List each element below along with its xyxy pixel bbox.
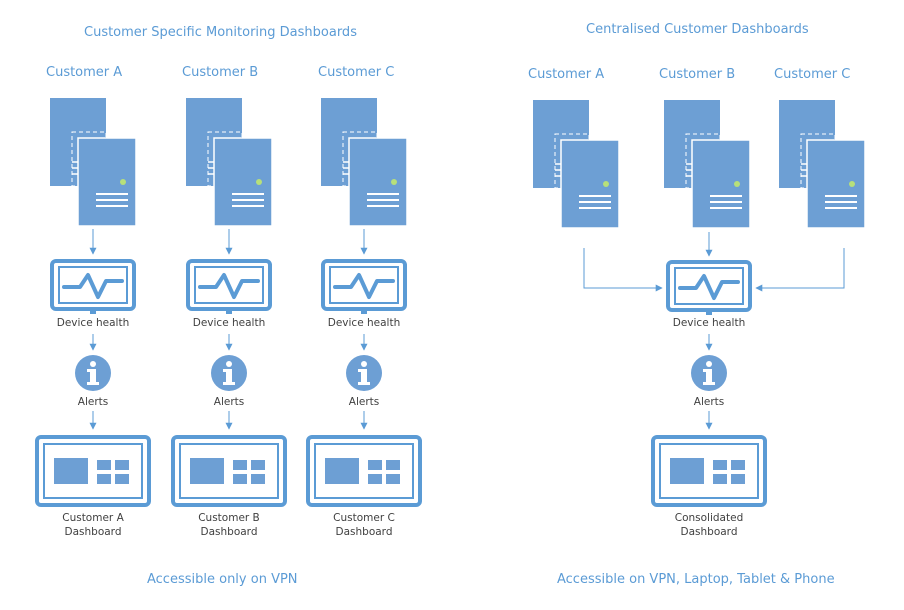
- left-b-monitor-icon: [188, 261, 270, 314]
- left-b-server-icon: [186, 98, 272, 226]
- left-a-dashboard-label: Customer A Dashboard: [43, 511, 143, 539]
- left-panel-footer: Accessible only on VPN: [147, 572, 298, 587]
- left-c-dashboard-label-line2: Dashboard: [335, 526, 393, 538]
- right-customer-c-label: Customer C: [774, 67, 851, 82]
- left-panel-title: Customer Specific Monitoring Dashboards: [84, 25, 357, 40]
- left-a-monitor-icon: [52, 261, 134, 314]
- right-monitor-icon: [668, 262, 750, 315]
- left-b-dashboard-label-line2: Dashboard: [200, 526, 258, 538]
- right-a-connector-arrow: [583, 248, 663, 292]
- left-a-alerts-label: Alerts: [77, 396, 109, 408]
- left-c-device-health-label: Device health: [327, 317, 401, 329]
- right-dashboard-label-line2: Dashboard: [680, 526, 738, 538]
- right-alerts-label: Alerts: [693, 396, 725, 408]
- right-customer-a-label: Customer A: [528, 67, 605, 82]
- left-c-dashboard-label: Customer C Dashboard: [314, 511, 414, 539]
- right-a-server-icon: [533, 100, 619, 228]
- right-info-icon: [691, 355, 727, 391]
- right-dashboard-icon: [653, 437, 765, 505]
- left-c-server-icon: [321, 98, 407, 226]
- left-a-dashboard-label-line1: Customer A: [62, 512, 124, 524]
- left-a-device-health-label: Device health: [56, 317, 130, 329]
- left-a-info-icon: [75, 355, 111, 391]
- left-c-monitor-icon: [323, 261, 405, 314]
- left-customer-a-label: Customer A: [46, 65, 123, 80]
- left-a-server-icon: [50, 98, 136, 226]
- left-c-dashboard-icon: [308, 437, 420, 505]
- left-b-device-health-label: Device health: [192, 317, 266, 329]
- right-c-server-icon: [779, 100, 865, 228]
- left-b-dashboard-label: Customer B Dashboard: [179, 511, 279, 539]
- left-c-dashboard-label-line1: Customer C: [333, 512, 395, 524]
- right-panel-footer: Accessible on VPN, Laptop, Tablet & Phon…: [557, 572, 835, 587]
- left-a-dashboard-icon: [37, 437, 149, 505]
- right-dashboard-label-line1: Consolidated: [674, 512, 744, 524]
- left-b-dashboard-label-line1: Customer B: [198, 512, 260, 524]
- left-b-dashboard-icon: [173, 437, 285, 505]
- left-b-alerts-label: Alerts: [213, 396, 245, 408]
- left-c-alerts-label: Alerts: [348, 396, 380, 408]
- left-b-info-icon: [211, 355, 247, 391]
- right-customer-b-label: Customer B: [659, 67, 736, 82]
- right-dashboard-label: Consolidated Dashboard: [659, 511, 759, 539]
- left-c-info-icon: [346, 355, 382, 391]
- right-b-server-icon: [664, 100, 750, 228]
- right-device-health-label: Device health: [672, 317, 746, 329]
- right-panel-title: Centralised Customer Dashboards: [586, 22, 809, 37]
- left-customer-b-label: Customer B: [182, 65, 259, 80]
- left-a-dashboard-label-line2: Dashboard: [64, 526, 122, 538]
- right-c-connector-arrow: [755, 248, 845, 292]
- left-customer-c-label: Customer C: [318, 65, 395, 80]
